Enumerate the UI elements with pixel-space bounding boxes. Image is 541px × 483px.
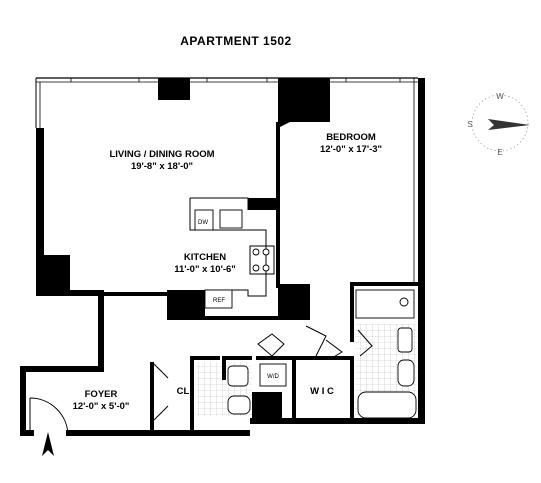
washer-dryer-icon (259, 363, 287, 387)
living-room-dims: 19'-8" x 18'-0" (131, 161, 193, 172)
bathtub-icon (357, 391, 417, 419)
closet-name: CL (177, 386, 190, 397)
compass-south: E (497, 148, 502, 157)
compass-needle-icon (488, 119, 530, 130)
compass-north: W (496, 92, 504, 101)
laundry-sink-icon (227, 365, 249, 387)
room-labels: LIVING / DINING ROOM 19'-8" x 18'-0" BED… (73, 132, 382, 412)
kitchen-dims: 11'-0" x 10'-6" (174, 264, 236, 275)
entry-arrow-icon (42, 432, 54, 456)
bedroom-dims: 12'-0" x 17'-3" (320, 144, 382, 155)
light-icon (399, 297, 409, 307)
living-room-name: LIVING / DINING ROOM (109, 149, 214, 160)
compass-west: S (467, 120, 472, 129)
foyer-dims: 12'-0" x 5'-0" (73, 401, 130, 412)
kitchen-name: KITCHEN (184, 252, 226, 263)
kitchen-counters (189, 197, 275, 309)
window-wall (35, 77, 418, 282)
sink-icon (397, 327, 413, 353)
toilet-icon (397, 359, 415, 387)
bath-fixtures (227, 289, 417, 419)
laundry-toilet-icon (227, 395, 251, 415)
compass: W E S (467, 92, 530, 157)
wic-name: W I C (310, 386, 334, 397)
plan-title: APARTMENT 1502 (180, 34, 291, 48)
bedroom-name: BEDROOM (326, 132, 376, 143)
walls (20, 78, 425, 436)
dishwasher-label: DW (198, 220, 208, 226)
doors (29, 325, 373, 437)
foyer-name: FOYER (85, 389, 118, 400)
washer-dryer-label: W/D (267, 374, 279, 380)
refrigerator-label: REF (213, 298, 225, 304)
